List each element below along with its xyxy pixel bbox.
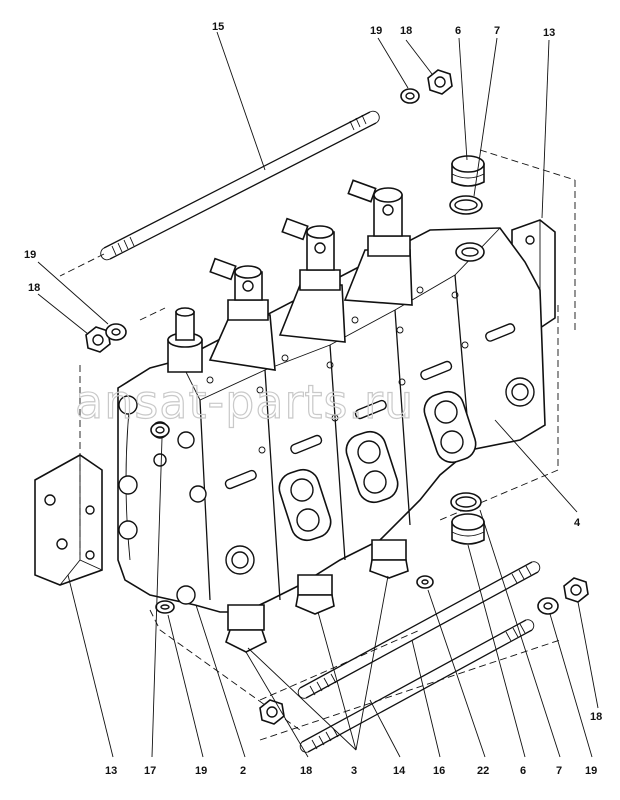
callout-19-top: 19 xyxy=(370,25,382,37)
washer-17 xyxy=(150,422,170,438)
nut-bottom-right xyxy=(563,577,589,603)
oring-top xyxy=(449,195,483,215)
callout-18-bottom: 18 xyxy=(300,765,312,777)
callout-2: 2 xyxy=(240,765,246,777)
oring-bottom xyxy=(450,492,482,512)
callout-16: 16 xyxy=(433,765,445,777)
callout-19-bottom-left: 19 xyxy=(195,765,207,777)
spool-end-2 xyxy=(295,574,335,615)
watermark: ansat-parts.ru xyxy=(75,375,414,429)
spool-cap-3 xyxy=(343,179,413,306)
washer-22 xyxy=(416,575,434,589)
tie-rod-16 xyxy=(297,561,541,699)
callout-7-bottom: 7 xyxy=(556,765,562,777)
valve-bank xyxy=(117,227,546,613)
port-pair-1 xyxy=(278,468,332,542)
tie-rod-top xyxy=(59,110,380,277)
bracket-left xyxy=(34,454,103,586)
callout-3: 3 xyxy=(351,765,357,777)
callout-4: 4 xyxy=(574,517,581,529)
callout-19-bottom-right: 19 xyxy=(585,765,597,777)
callout-17: 17 xyxy=(144,765,156,777)
callout-14: 14 xyxy=(393,765,406,777)
callout-13-top: 13 xyxy=(543,27,555,39)
callout-15: 15 xyxy=(212,21,224,33)
callout-7-top: 7 xyxy=(494,25,500,37)
washer-left xyxy=(105,323,127,341)
tie-rod-14 xyxy=(299,619,535,753)
nut-left xyxy=(85,326,111,353)
washer-19-left-low xyxy=(155,600,175,614)
callout-19-left: 19 xyxy=(24,249,36,261)
callout-labels: 15 19 18 6 7 13 19 18 4 18 13 17 19 2 18… xyxy=(24,21,602,777)
port-pair-3 xyxy=(423,390,477,464)
spool-end-3 xyxy=(369,539,409,579)
nut-top xyxy=(427,69,453,95)
callout-18-right: 18 xyxy=(590,711,602,723)
spool-end-1 xyxy=(225,604,267,653)
port-pair-2 xyxy=(345,430,399,504)
spool-cap-1 xyxy=(208,257,276,371)
plug-bottom xyxy=(451,513,485,545)
leader-lines xyxy=(37,31,599,758)
washer-top xyxy=(400,88,420,104)
spool-cap-2 xyxy=(278,217,346,343)
callout-6-top: 6 xyxy=(455,25,461,37)
callout-13-bottom: 13 xyxy=(105,765,117,777)
callout-18-top: 18 xyxy=(400,25,412,37)
callout-22: 22 xyxy=(477,765,489,777)
callout-6-bottom: 6 xyxy=(520,765,526,777)
washer-bottom-right xyxy=(537,597,559,615)
callout-18-left: 18 xyxy=(28,282,40,294)
